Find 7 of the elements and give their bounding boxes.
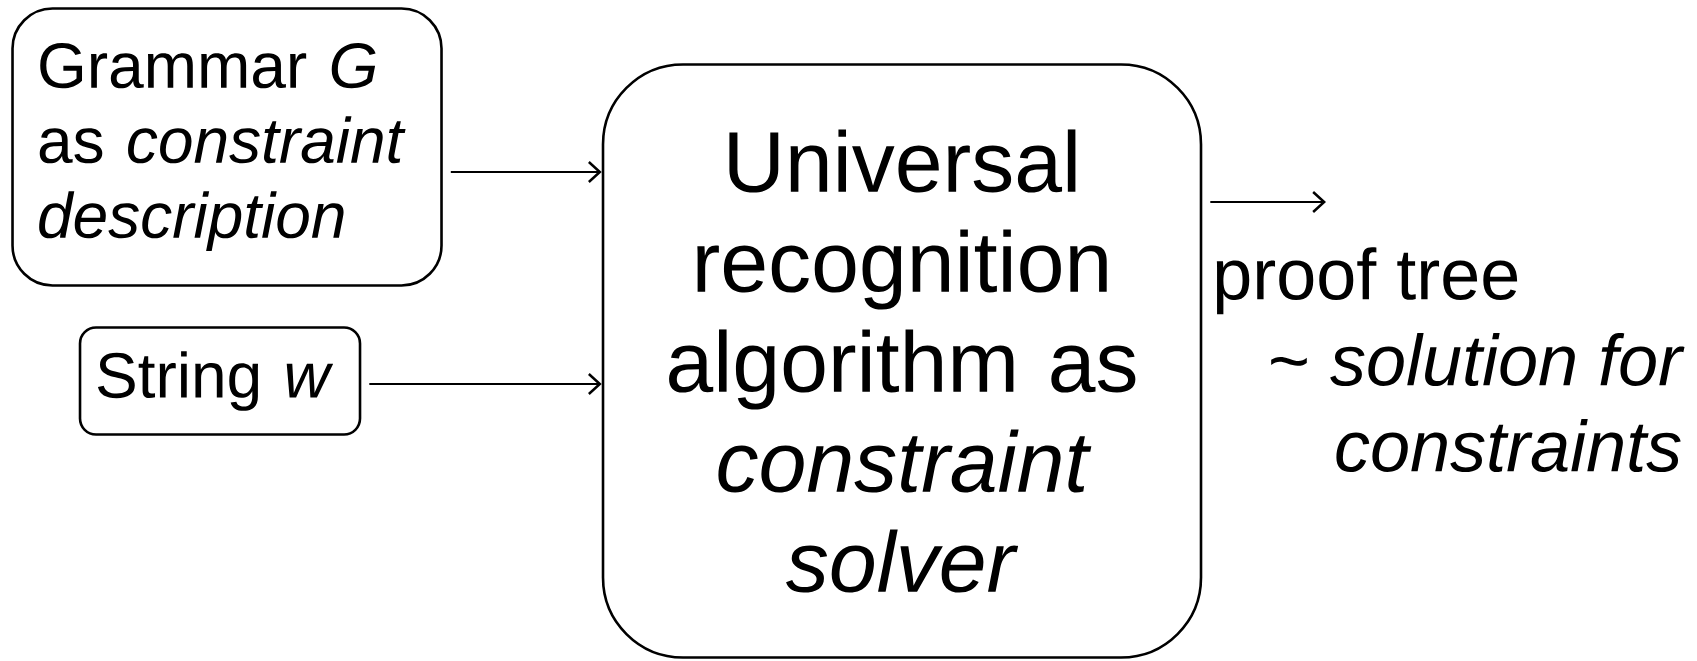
output-text: proof tree ~ solution for constraints [1216, 247, 1685, 472]
process-box: Universal recognition algorithm as constraint solver [601, 63, 1203, 659]
arrow [1209, 191, 1326, 213]
process-box: String w [78, 326, 362, 436]
process-box: Grammar G as constraint description [11, 7, 443, 287]
arrow [368, 373, 602, 395]
arrow [449, 161, 602, 183]
